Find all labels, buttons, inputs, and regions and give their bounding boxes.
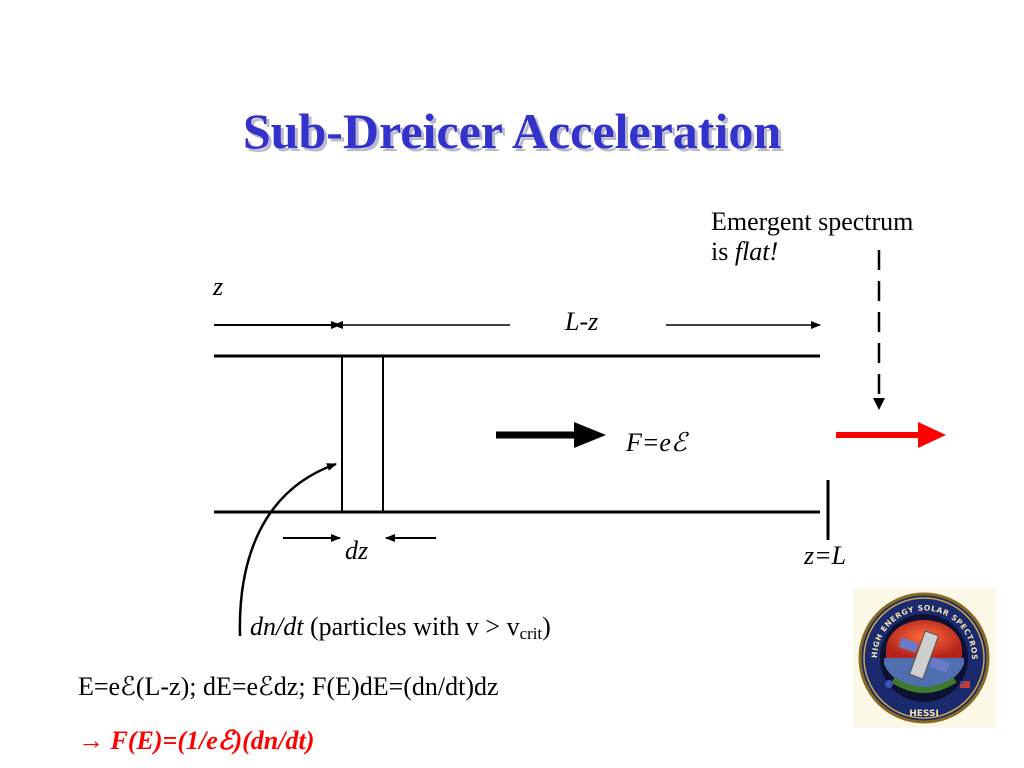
force-arrowhead — [574, 422, 606, 448]
dndt-symbol: dn/dt — [250, 612, 304, 641]
hessi-logo-icon: HIGH ENERGY SOLAR SPECTROSCOPIC IMAGER H… — [849, 581, 990, 724]
dndt-text: (particles with v > v — [303, 612, 520, 641]
force-label: F=eℰ — [626, 428, 687, 457]
z-label: z — [213, 272, 224, 301]
dndt-curved-arrow — [238, 462, 337, 637]
dndt-label: dn/dt (particles with v > vcrit) — [250, 612, 551, 642]
emergent-line1: Emergent spectrum — [711, 207, 914, 236]
l-minus-z-label: L-z — [565, 307, 599, 336]
emergent-flat-text: flat! — [734, 237, 779, 266]
result-equation: → F(E)=(1/eℰ)(dn/dt) — [78, 726, 315, 755]
z-equals-l-label: z=L — [804, 541, 847, 570]
emergent-line2: is flat! — [711, 237, 913, 267]
emergent-spectrum-label: Emergent spectrum is flat! — [711, 207, 913, 267]
energy-equation: E=eℰ(L-z); dE=eℰdz; F(E)dE=(dn/dt)dz — [78, 672, 499, 701]
dashed-pointer-arrowhead — [873, 398, 885, 410]
dndt-subscript: crit — [519, 624, 543, 644]
hessi-logo-name: HESSI — [909, 709, 939, 719]
emergent-arrowhead — [918, 422, 946, 448]
emergent-line2-prefix: is — [711, 237, 735, 266]
slide-title: Sub-Dreicer Acceleration — [242, 103, 782, 159]
dndt-close: ) — [542, 612, 551, 641]
hessi-mission-logo: HIGH ENERGY SOLAR SPECTROSCOPIC IMAGER H… — [849, 581, 996, 728]
dz-label: dz — [345, 536, 369, 565]
